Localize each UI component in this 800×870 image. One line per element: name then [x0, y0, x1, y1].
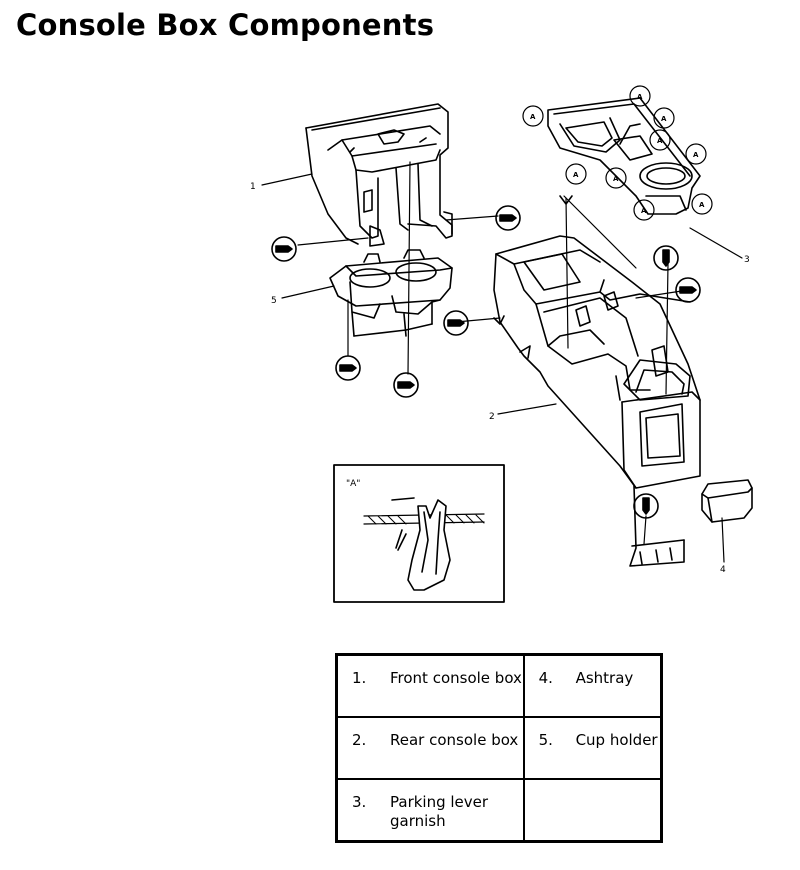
legend-number: 5. [538, 731, 553, 749]
svg-text:A: A [641, 207, 647, 215]
legend-text: Parking lever garnish [390, 793, 489, 830]
clip-marker-icon: A [691, 193, 713, 215]
page-title: Console Box Components [16, 8, 435, 42]
table-row: 2. Rear console box 5. Cup holder [335, 716, 663, 780]
legend-cell: 5. Cup holder [522, 716, 663, 780]
screw-icon [443, 310, 469, 336]
legend-cell: 4. Ashtray [522, 653, 663, 718]
screw-icon [675, 277, 701, 303]
svg-text:A: A [661, 115, 667, 123]
callout-numbers: 1 5 2 3 4 [250, 182, 750, 575]
clip-marker-icon: A [605, 167, 627, 189]
callout-3: 3 [744, 255, 750, 265]
callout-1: 1 [250, 182, 256, 192]
legend-number: 1. [352, 669, 367, 687]
callout-2: 2 [489, 412, 495, 422]
svg-text:A: A [573, 171, 579, 179]
legend-number: 2. [352, 731, 367, 749]
cup-holder-drawing [329, 249, 453, 337]
legend-cell: 3. Parking lever garnish [335, 778, 525, 843]
callout-4: 4 [720, 565, 726, 575]
svg-text:A: A [613, 175, 619, 183]
front-console-box-drawing [305, 103, 453, 247]
svg-text:A: A [699, 201, 705, 209]
table-row: 1. Front console box 4. Ashtray [335, 653, 663, 718]
legend-text: Cup holder [575, 731, 658, 749]
detail-label: "A" [346, 479, 360, 489]
ashtray-drawing [701, 479, 753, 523]
legend-cell: 1. Front console box [335, 653, 525, 718]
screw-symbols [271, 205, 701, 519]
screw-icon [393, 372, 419, 398]
legend-cell: 2. Rear console box [335, 716, 525, 780]
legend-text: Ashtray [575, 669, 634, 687]
leader-lines [261, 161, 743, 563]
legend-cell-empty [522, 778, 663, 843]
clip-marker-icon: A [565, 163, 587, 185]
screw-icon [335, 355, 361, 381]
screw-icon [633, 493, 659, 519]
legend-number: 4. [538, 669, 553, 687]
table-row: 3. Parking lever garnish [335, 778, 663, 843]
clip-marker-icon: A [653, 107, 675, 129]
legend-number: 3. [352, 793, 367, 811]
screw-icon [271, 236, 297, 262]
clip-detail-inset: "A" [333, 464, 505, 603]
clip-marker-icon: A [649, 129, 671, 151]
clip-marker-icon: A [522, 105, 544, 127]
clip-marker-icon: A [685, 143, 707, 165]
parts-legend-table: 1. Front console box 4. Ashtray 2. Rear con… [335, 653, 663, 843]
svg-text:A: A [530, 113, 536, 121]
screw-icon [653, 245, 679, 271]
screw-icon [495, 205, 521, 231]
rear-console-box-drawing [493, 195, 701, 567]
svg-text:A: A [693, 151, 699, 159]
svg-text:A: A [637, 93, 643, 101]
clip-marker-icon: A [629, 85, 651, 107]
svg-text:A: A [657, 137, 663, 145]
clip-marker-icon: A [633, 199, 655, 221]
legend-text: Front console box [390, 669, 522, 687]
clip-markers: A A A A A A A A A [522, 85, 713, 221]
callout-5: 5 [271, 296, 277, 306]
legend-text: Rear console box [390, 731, 519, 749]
